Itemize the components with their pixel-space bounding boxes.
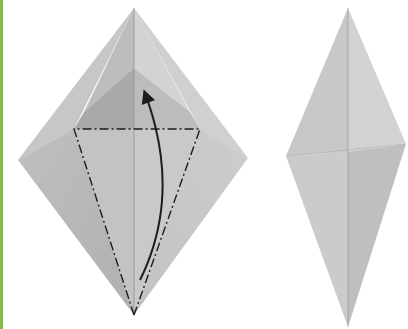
- diamond-lower-right: [348, 144, 406, 327]
- step-after-figure: [286, 8, 406, 327]
- diamond-lower-left: [286, 152, 348, 327]
- step-before-figure: [18, 8, 248, 315]
- diamond-upper-right: [348, 8, 406, 152]
- diamond-upper-left: [286, 8, 348, 156]
